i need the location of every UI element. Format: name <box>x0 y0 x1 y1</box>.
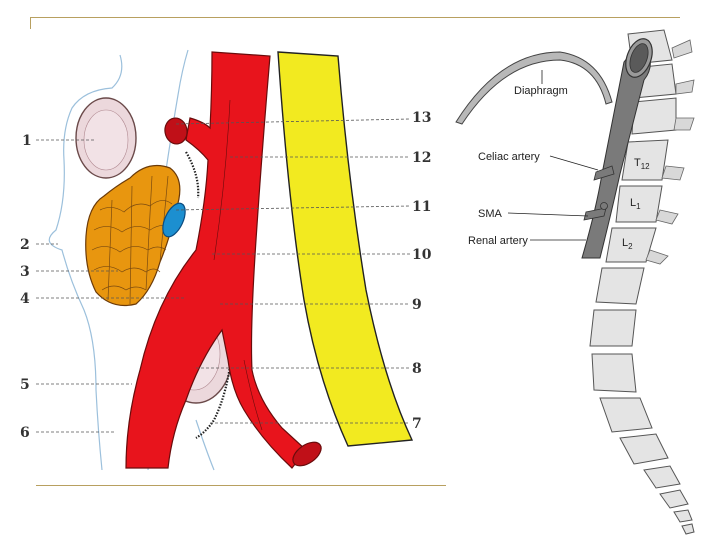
label-number-4: 4 <box>20 291 30 307</box>
label-number-9: 9 <box>412 297 422 313</box>
diaphragm-label: Diaphragm <box>514 85 568 97</box>
renal-artery-origin <box>600 202 608 210</box>
celiac-artery-label: Celiac artery <box>478 151 540 163</box>
inner-outline <box>165 49 215 471</box>
label-number-1: 1 <box>22 133 32 149</box>
label-number-8: 8 <box>412 361 422 377</box>
right-lateral-diagram: Diaphragm Celiac artery SMA Renal artery… <box>455 29 695 535</box>
aorta-center-line <box>213 99 263 431</box>
celiac-artery-branch <box>593 165 615 181</box>
label-number-6: 6 <box>20 425 30 441</box>
sma-label: SMA <box>478 208 503 220</box>
aorta-opening-inner <box>629 43 649 73</box>
label-number-3: 3 <box>20 264 30 280</box>
body-outline <box>48 54 123 471</box>
left-sagittal-diagram: 1 2 3 4 5 6 7 8 9 10 11 12 13 <box>20 49 432 471</box>
celiac-trunk-section <box>164 117 188 145</box>
abdominal-aorta <box>125 51 307 469</box>
label-number-10: 10 <box>412 247 432 263</box>
vertebra-l1-label: L1 <box>630 197 641 211</box>
sma-branch <box>583 207 607 221</box>
iliac-artery-end <box>292 441 322 467</box>
spinous-processes <box>645 39 695 265</box>
pancreas-lobules <box>91 175 173 305</box>
vertebra-l2-label: L2 <box>622 237 633 251</box>
vertebra-t12-label: T12 <box>634 157 650 171</box>
top-divider-tick <box>30 17 31 29</box>
label-number-5: 5 <box>20 377 30 393</box>
bottom-divider-line <box>36 485 446 486</box>
spine-vertebrae <box>589 29 695 535</box>
label-number-12: 12 <box>412 150 431 166</box>
label-number-7: 7 <box>412 416 422 432</box>
label-number-11: 11 <box>412 199 431 215</box>
renal-artery-label: Renal artery <box>468 235 528 247</box>
upper-organ-inner <box>83 109 129 171</box>
vertebral-column <box>277 51 414 447</box>
label-number-2: 2 <box>20 237 30 253</box>
left-renal-vein <box>162 202 186 238</box>
diaphragm <box>455 51 613 125</box>
top-divider-line <box>30 17 680 18</box>
label-number-13: 13 <box>412 110 431 126</box>
